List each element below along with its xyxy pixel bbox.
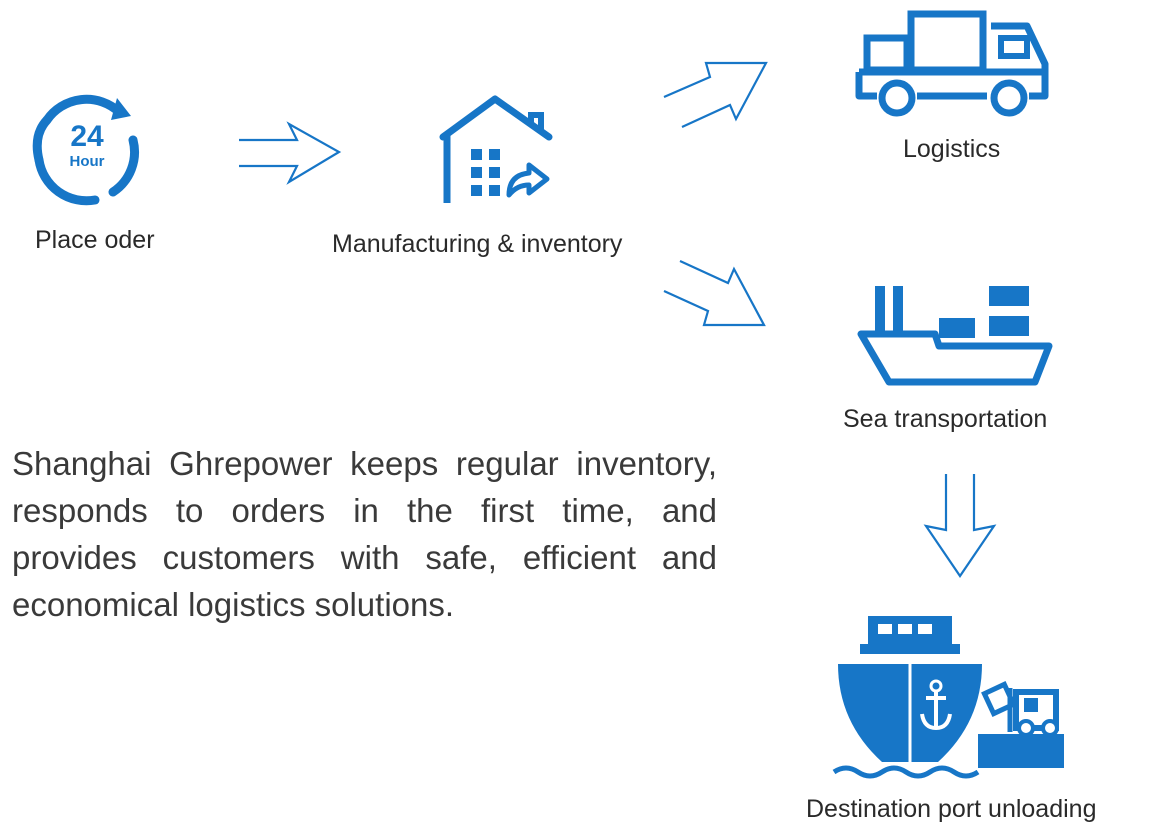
step-label-manufacturing: Manufacturing & inventory	[332, 230, 623, 258]
truck-icon	[855, 8, 1055, 123]
description-text: Shanghai Ghrepower keeps regular invento…	[12, 445, 717, 623]
arrow-down-right-icon	[660, 255, 775, 335]
port-unloading-icon	[832, 612, 1072, 782]
step-label-logistics: Logistics	[903, 135, 1001, 163]
step-label-place-order: Place oder	[35, 226, 155, 254]
step-label-destination-port: Destination port unloading	[806, 795, 1097, 823]
step-label-sea-transportation: Sea transportation	[843, 405, 1048, 433]
arrow-down-icon	[920, 470, 1000, 580]
arrow-right-icon	[235, 118, 345, 188]
clock-number: 24	[70, 120, 104, 153]
cargo-ship-icon	[855, 282, 1055, 392]
arrow-up-right-icon	[660, 55, 775, 135]
warehouse-icon	[437, 95, 557, 210]
clock-unit: Hour	[70, 153, 105, 170]
24-hour-clock-icon: 24 Hour	[25, 90, 145, 210]
